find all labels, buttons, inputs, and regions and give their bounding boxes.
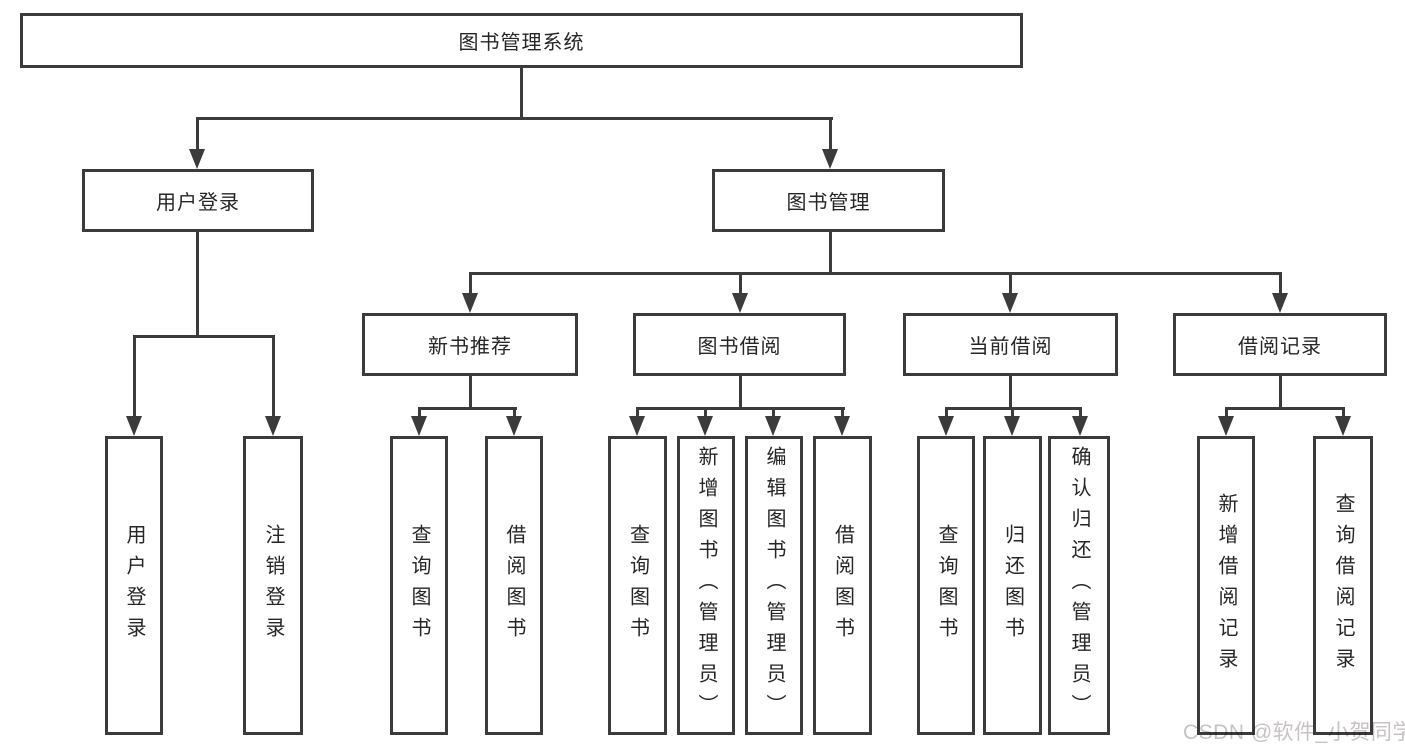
arrow-down-icon: [1218, 416, 1234, 436]
leaf-label: 借阅图书: [831, 523, 854, 648]
leaf-bb-borrow-books: 借阅图书: [813, 436, 872, 735]
connector-root-stem: [520, 68, 523, 120]
arrow-down-icon: [265, 416, 281, 436]
connector-borrow-records-rail: [1225, 407, 1345, 410]
connector-drop-user-login: [196, 117, 199, 151]
leaf-logout: 注销登录: [243, 436, 303, 735]
arrow-down-icon: [629, 416, 645, 436]
leaf-br-add-borrow-record: 新增借阅记录: [1197, 436, 1255, 735]
arrow-down-icon: [834, 416, 850, 436]
node-label: 用户登录: [156, 192, 240, 214]
node-book-management: 图书管理: [712, 169, 945, 232]
connector-drop-leaf-user-login: [133, 335, 136, 419]
leaf-label: 编辑图书（管理员）: [763, 446, 785, 725]
node-current-borrowing: 当前借阅: [903, 313, 1118, 376]
node-borrowing-records: 借阅记录: [1173, 313, 1387, 376]
arrow-down-icon: [1072, 416, 1088, 436]
node-new-book-recommendation: 新书推荐: [362, 313, 578, 376]
connector-level1-rail: [196, 117, 833, 120]
leaf-bb-edit-books-admin: 编辑图书（管理员）: [745, 436, 803, 735]
connector-drop: [945, 407, 948, 418]
connector-drop: [1342, 407, 1345, 418]
connector-drop: [1225, 407, 1228, 418]
leaf-nb-borrow-books: 借阅图书: [485, 436, 543, 735]
node-library-management-system: 图书管理系统: [20, 13, 1023, 68]
connector-drop-book-borrowing: [739, 272, 742, 296]
leaf-bb-add-books-admin: 新增图书（管理员）: [677, 436, 735, 735]
leaf-br-query-borrow-record: 查询借阅记录: [1313, 436, 1373, 735]
arrow-down-icon: [462, 293, 478, 313]
leaf-label: 查询借阅记录: [1332, 492, 1354, 679]
arrow-down-icon: [1335, 416, 1351, 436]
connector-drop: [418, 407, 421, 418]
leaf-label: 新增借阅记录: [1215, 492, 1237, 679]
connector-drop-borrow-records: [1279, 272, 1282, 296]
connector-book-borrowing-stem: [739, 376, 742, 410]
connector-drop-leaf-logout: [272, 335, 275, 419]
node-label: 图书管理系统: [458, 32, 585, 54]
connector-drop: [772, 407, 775, 418]
arrow-down-icon: [1272, 293, 1288, 313]
leaf-label: 查询图书: [408, 523, 430, 648]
connector-user-login-stem: [196, 232, 199, 338]
node-label: 借阅记录: [1238, 336, 1322, 358]
leaf-bb-query-books: 查询图书: [608, 436, 667, 735]
arrow-down-icon: [126, 416, 142, 436]
connector-drop: [704, 407, 707, 418]
connector-book-management-stem: [829, 232, 832, 275]
arrow-down-icon: [1002, 293, 1018, 313]
leaf-label: 用户登录: [123, 523, 145, 648]
arrow-down-icon: [697, 416, 713, 436]
arrow-down-icon: [822, 149, 838, 169]
leaf-label: 借阅图书: [503, 523, 525, 648]
node-label: 图书借阅: [697, 336, 782, 358]
connector-user-login-rail: [133, 335, 275, 338]
leaf-cb-query-books: 查询图书: [917, 436, 975, 735]
leaf-nb-query-books: 查询图书: [390, 436, 448, 735]
leaf-label: 确认归还（管理员）: [1068, 446, 1090, 725]
arrow-down-icon: [732, 293, 748, 313]
node-label: 当前借阅: [968, 336, 1053, 358]
arrow-down-icon: [938, 416, 954, 436]
connector-new-book-stem: [469, 376, 472, 410]
leaf-user-login: 用户登录: [105, 436, 163, 735]
node-book-borrowing: 图书借阅: [633, 313, 846, 376]
arrow-down-icon: [506, 416, 522, 436]
node-label: 新书推荐: [428, 336, 512, 358]
connector-drop-new-book: [469, 272, 472, 296]
connector-borrow-records-stem: [1279, 376, 1282, 410]
connector-drop: [1079, 407, 1082, 418]
connector-drop: [841, 407, 844, 418]
leaf-label: 归还图书: [1001, 523, 1024, 648]
arrow-down-icon: [765, 416, 781, 436]
connector-new-book-rail: [418, 407, 517, 410]
leaf-cb-confirm-return-admin: 确认归还（管理员）: [1048, 436, 1110, 735]
leaf-label: 查询图书: [935, 523, 957, 648]
connector-drop-book-management: [829, 117, 832, 151]
connector-level2-rail: [469, 272, 1282, 275]
connector-drop: [636, 407, 639, 418]
arrow-down-icon: [411, 416, 427, 436]
leaf-label: 注销登录: [262, 523, 284, 648]
connector-drop-current-borrowing: [1009, 272, 1012, 296]
node-label: 图书管理: [786, 192, 871, 214]
connector-drop: [513, 407, 516, 418]
csdn-watermark: CSDN @软件_小贺同学: [1183, 721, 1405, 744]
arrow-down-icon: [1004, 416, 1020, 436]
connector-book-borrowing-rail: [636, 407, 845, 410]
connector-current-borrowing-stem: [1009, 376, 1012, 410]
arrow-down-icon: [189, 149, 205, 169]
leaf-cb-return-books: 归还图书: [983, 436, 1042, 735]
node-user-login: 用户登录: [82, 169, 314, 232]
connector-drop: [1011, 407, 1014, 418]
leaf-label: 新增图书（管理员）: [695, 446, 717, 725]
leaf-label: 查询图书: [626, 523, 649, 648]
